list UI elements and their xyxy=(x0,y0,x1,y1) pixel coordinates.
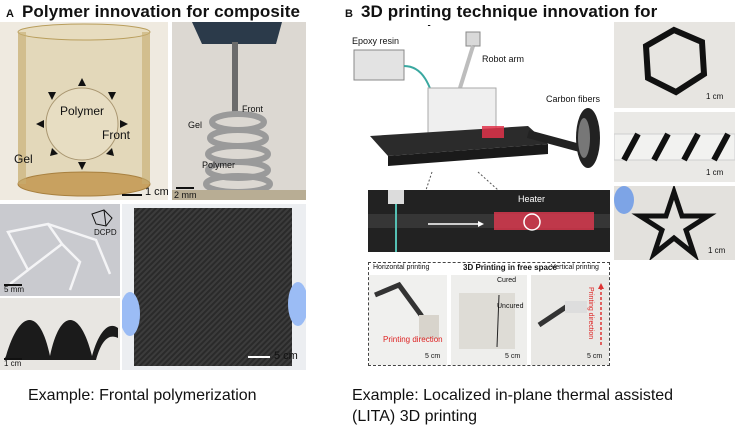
spiral-print-photo: Front Gel Polymer 2 mm xyxy=(172,22,306,200)
lita-printer-schematic: Epoxy resin Robot arm Carbon fibers xyxy=(348,26,610,190)
label-front-2: Front xyxy=(242,104,264,114)
heater-zoom-photo: Heater xyxy=(368,190,610,252)
scale-bar-2mm xyxy=(176,187,194,189)
label-cured: Cured xyxy=(497,277,517,284)
label-freespace: 3D Printing in free space xyxy=(463,263,557,272)
scale-label-1cm-star: 1 cm xyxy=(708,246,726,255)
scale-bar-5mm xyxy=(4,284,22,286)
freespace-photos xyxy=(369,275,609,365)
carbon-sheet-photo: 5 cm xyxy=(122,204,306,370)
label-gel-2: Gel xyxy=(188,120,203,130)
scale-bar-1cm-b xyxy=(4,358,22,360)
label-robot: Robot arm xyxy=(482,54,525,64)
label-printing-direction-vertical: Printing direction xyxy=(587,287,594,340)
panel-b-example-line2: (LITA) 3D printing xyxy=(352,408,478,425)
label-polymer: Polymer xyxy=(60,104,105,118)
scale-label-5cm-c: 5 cm xyxy=(587,353,603,360)
hexagon-print-photo: 1 cm xyxy=(614,22,735,108)
scale-label-1cm-b: 1 cm xyxy=(4,359,22,368)
gel-tube-photo: Polymer Front Gel 1 cm xyxy=(0,22,168,200)
panel-a-example: Example: Frontal polymerization xyxy=(28,387,257,404)
scale-label-5cm-a: 5 cm xyxy=(425,353,441,360)
panel-a-letter: A xyxy=(6,8,14,20)
panel-a-header: A Polymer innovation for composite xyxy=(6,2,300,22)
panel-b-letter: B xyxy=(345,8,353,20)
free-space-printing-strip: Horizontal printing 3D Printing in free … xyxy=(368,262,610,366)
label-horizontal: Horizontal printing xyxy=(373,264,430,271)
label-front: Front xyxy=(102,128,131,142)
scale-label-5cm-b: 5 cm xyxy=(505,353,521,360)
label-gel: Gel xyxy=(14,152,33,166)
freespace-header-bar xyxy=(369,263,609,275)
label-epoxy: Epoxy resin xyxy=(352,36,400,46)
wavy-composite-photo: 1 cm xyxy=(0,298,120,370)
scale-label-1cm-hex: 1 cm xyxy=(706,92,724,101)
scale-label-2mm: 2 mm xyxy=(174,190,197,200)
scale-bar-5cm xyxy=(248,356,270,358)
dcpd-network-photo: DCPD 5 mm xyxy=(0,204,120,296)
panel-a-title: Polymer innovation for composite xyxy=(21,2,301,21)
panel-b-example-line1: Example: Localized in-plane thermal assi… xyxy=(352,387,674,404)
helix-rod-photo: 1 cm xyxy=(614,112,735,182)
label-dcpd: DCPD xyxy=(94,228,117,237)
label-printing-direction: Printing direction xyxy=(383,335,443,344)
label-carbon: Carbon fibers xyxy=(546,94,601,104)
scale-label-1cm: 1 cm xyxy=(145,186,168,198)
star-print-photo: 1 cm xyxy=(614,186,735,260)
label-polymer-2: Polymer xyxy=(202,160,236,170)
scale-label-5mm: 5 mm xyxy=(4,285,24,294)
scale-label-1cm-rod: 1 cm xyxy=(706,168,724,177)
label-vertical: Vertical printing xyxy=(551,264,599,271)
label-heater: Heater xyxy=(518,194,546,204)
scale-label-5cm: 5 cm xyxy=(274,350,298,362)
scale-bar xyxy=(122,194,142,196)
label-uncured: Uncured xyxy=(497,303,524,310)
